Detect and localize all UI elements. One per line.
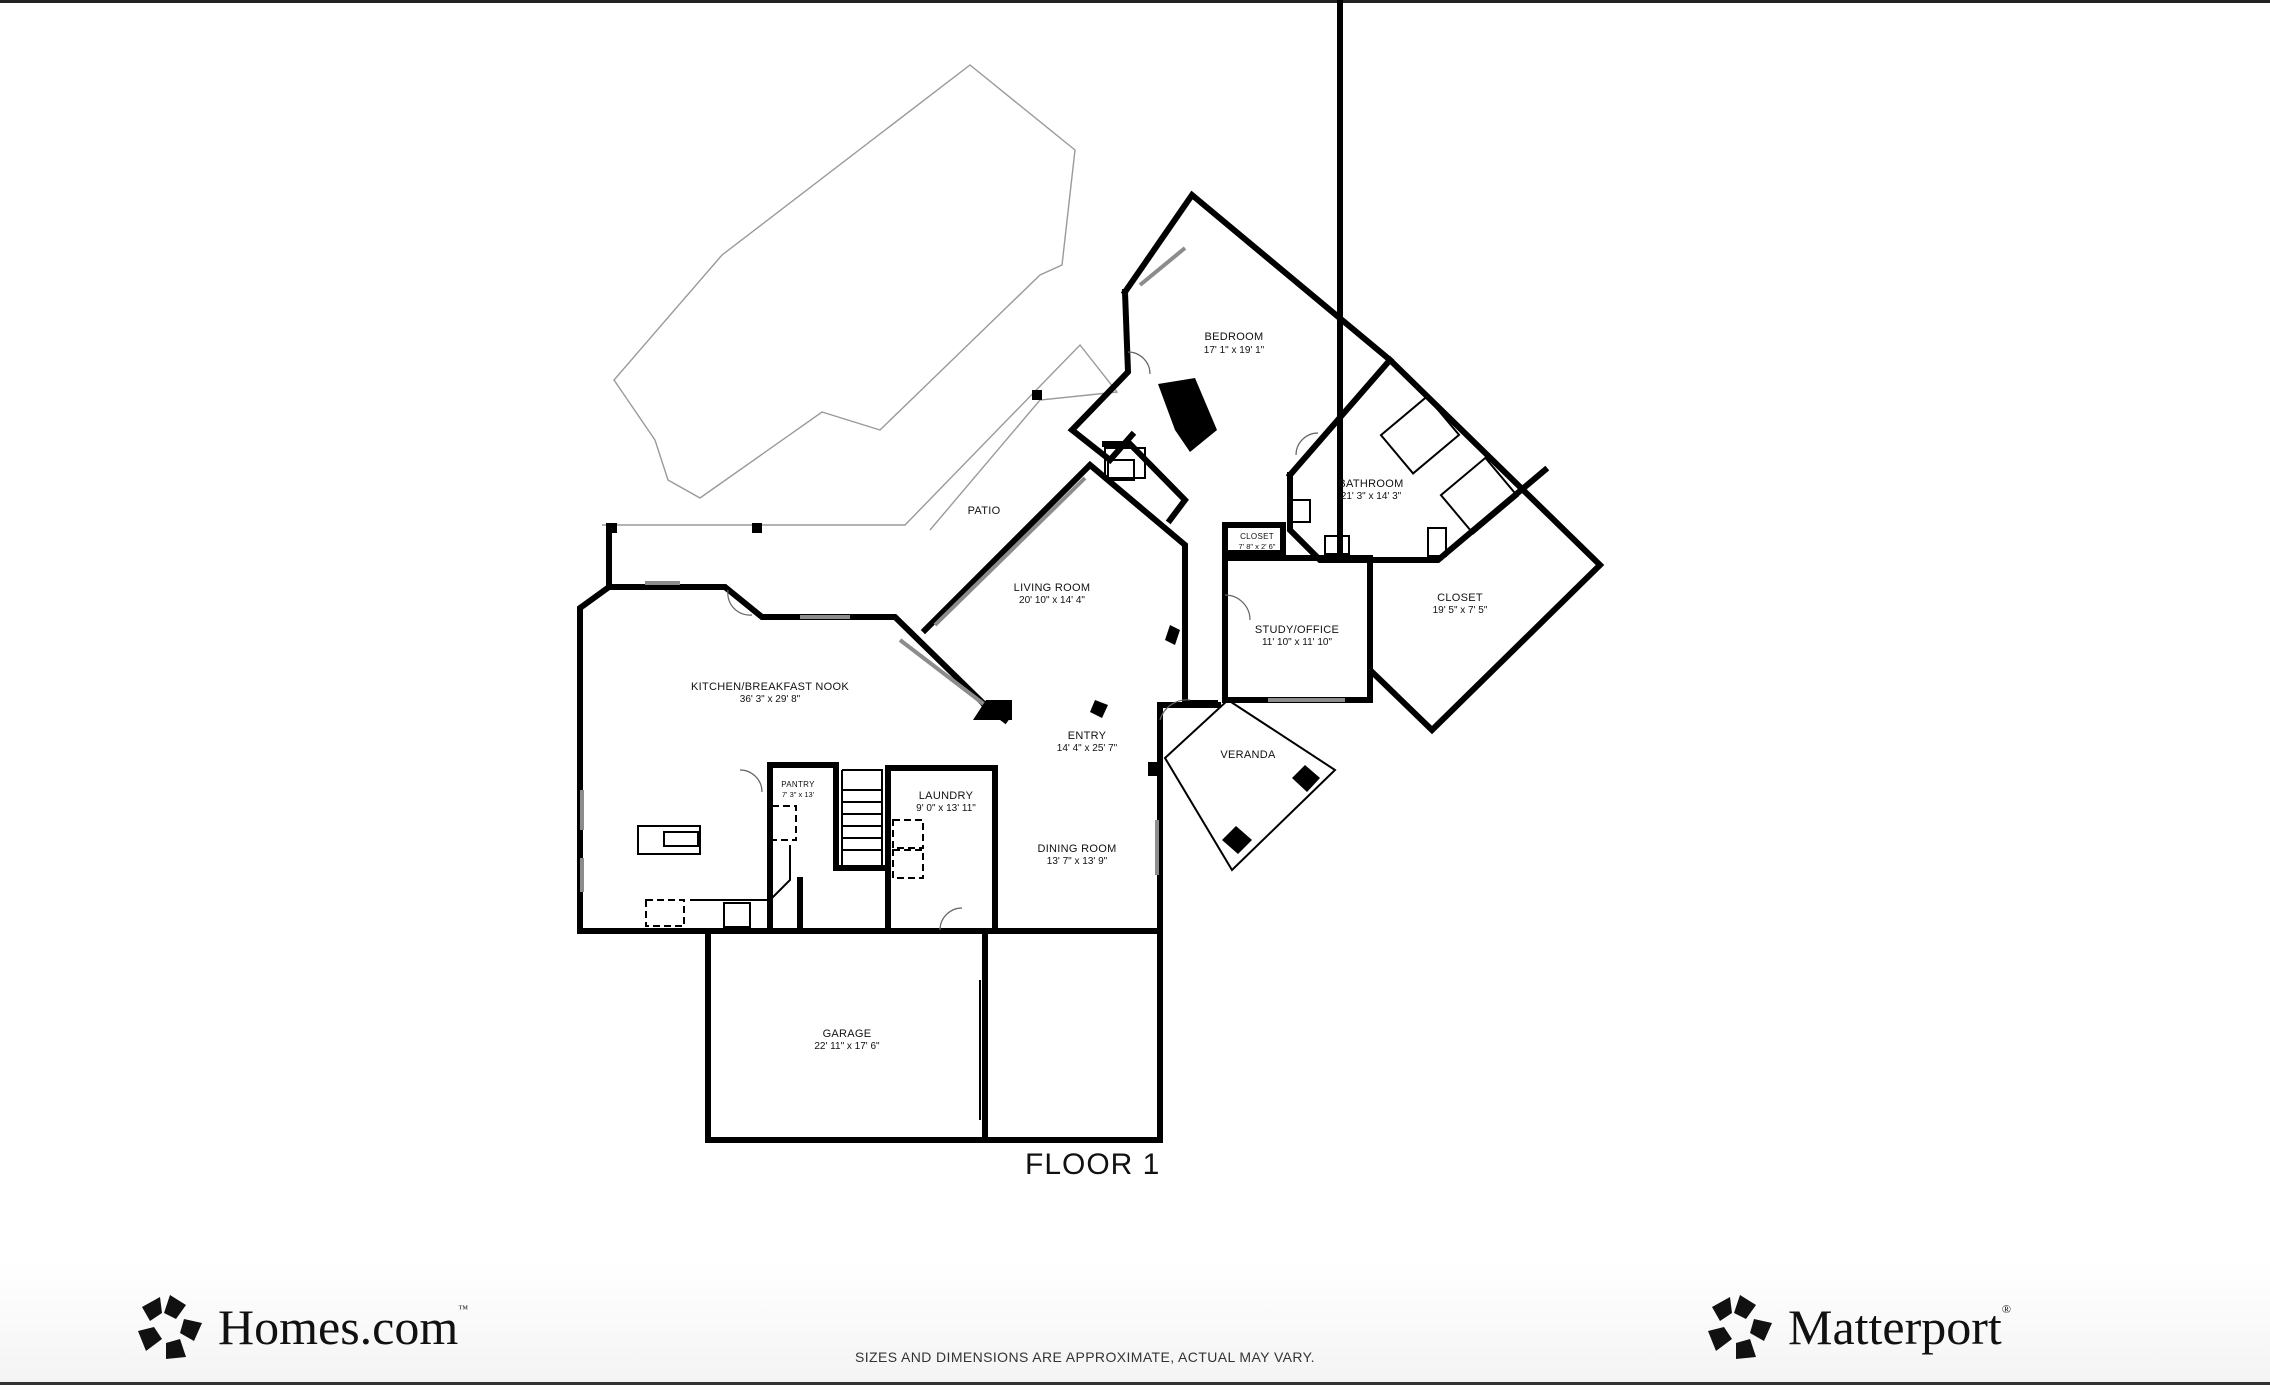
homes-com-pinwheel-icon [138, 1295, 202, 1359]
door-swing-bedroom [1127, 351, 1151, 375]
sink-icon [663, 831, 699, 847]
column-2 [1090, 700, 1108, 718]
label-dining-room: DINING ROOM [1037, 843, 1116, 855]
label-bedroom: BEDROOM [1205, 331, 1264, 343]
door-swing-bath [1295, 432, 1319, 456]
bath-toilet-icon [1291, 499, 1311, 523]
label-study: STUDY/OFFICE [1255, 624, 1339, 636]
washer-icon [892, 819, 924, 849]
garage-right-wall [982, 928, 1163, 1143]
dims-garage: 22' 11" x 17' 6" [814, 1041, 880, 1052]
label-patio: PATIO [968, 505, 1001, 517]
floor-title: FLOOR 1 [1025, 1148, 1161, 1181]
kitchen-island [637, 825, 701, 855]
door-swing-entry [1159, 699, 1191, 721]
bathtub-icon [1379, 395, 1461, 475]
label-closet-small: CLOSET [1240, 532, 1274, 541]
counter-line [690, 845, 791, 901]
label-closet: CLOSET [1437, 592, 1483, 604]
kitchen-wall-upper [606, 584, 990, 710]
dims-laundry: 9' 0" x 13' 11" [916, 803, 976, 814]
dims-pantry: 7' 3" x 13' [782, 790, 815, 799]
entry-post [1148, 762, 1162, 776]
dims-living-room: 20' 10" x 14' 4" [1019, 595, 1085, 606]
column-1 [1165, 625, 1180, 645]
veranda-outline [1163, 698, 1337, 872]
small-closet [1222, 522, 1286, 556]
wet-bar-wall [1102, 441, 1189, 525]
disclaimer: SIZES AND DIMENSIONS ARE APPROXIMATE, AC… [855, 1349, 1315, 1365]
bedroom-wall-left [1067, 288, 1137, 465]
matterport-logo: Matterport® [1706, 1292, 2011, 1362]
patio-post-1 [607, 523, 617, 533]
patio-slab-outline [602, 343, 1119, 531]
dims-dining-room: 13' 7" x 13' 9" [1047, 856, 1108, 867]
study-wall [1222, 555, 1373, 703]
label-pantry: PANTRY [781, 780, 815, 789]
patio-post-2 [752, 523, 762, 533]
dishwasher-icon [645, 899, 685, 927]
bedroom-toilet-icon [1107, 459, 1135, 481]
room-labels: BEDROOM 17' 1" x 19' 1" BATHROOM 21' 3" … [691, 331, 1488, 1052]
label-entry: ENTRY [1068, 730, 1107, 742]
bath-sink-icon [1324, 535, 1350, 555]
veranda-post-1 [1292, 765, 1320, 792]
bedroom-window [1138, 246, 1187, 287]
veranda-post-2 [1222, 826, 1252, 854]
homes-com-wordmark: Homes.com™ [218, 1299, 469, 1355]
label-living-room: LIVING ROOM [1014, 582, 1091, 594]
dryer-icon [892, 849, 924, 879]
dims-closet-small: 7' 8" x 2' 6" [1239, 542, 1276, 551]
patio-post-3 [1032, 390, 1042, 400]
dims-bathroom: 21' 3" x 14' 3" [1341, 491, 1402, 502]
laundry-wall [885, 765, 998, 934]
door-swing-kitchen [727, 589, 753, 616]
homes-com-logo: Homes.com™ [136, 1292, 468, 1362]
top-border [0, 0, 2270, 3]
dims-study: 11' 10" x 11' 10" [1262, 637, 1332, 648]
dims-entry: 14' 4" x 25' 7" [1057, 743, 1118, 754]
dims-kitchen: 36' 3" x 29' 8" [740, 694, 801, 705]
footer [0, 1260, 2270, 1385]
label-veranda: VERANDA [1220, 749, 1276, 761]
dims-bedroom: 17' 1" x 19' 1" [1204, 345, 1265, 356]
pantry-appliance-icon [771, 805, 797, 841]
matterport-wordmark: Matterport® [1788, 1299, 2011, 1355]
patio-outline [613, 64, 1076, 499]
door-swing-laundry [939, 907, 963, 931]
door-swing-pantry [739, 769, 763, 793]
label-bathroom: BATHROOM [1338, 478, 1403, 490]
living-window [933, 476, 1087, 627]
fireplace [973, 700, 1012, 720]
bedroom-fireplace [1158, 378, 1217, 452]
pantry-wall [767, 762, 891, 934]
label-laundry: LAUNDRY [919, 790, 974, 802]
bottom-border [0, 1382, 2270, 1385]
label-kitchen: KITCHEN/BREAKFAST NOOK [691, 681, 849, 693]
door-swing-study [1224, 594, 1251, 621]
dims-closet: 19' 5" x 7' 5" [1433, 605, 1488, 616]
matterport-pinwheel-icon [1708, 1295, 1772, 1359]
stairs [841, 769, 883, 865]
linen-icon [1427, 527, 1447, 557]
shower-icon [1439, 456, 1519, 535]
range-icon [723, 902, 751, 928]
living-to-kitchen-window [898, 638, 987, 707]
label-garage: GARAGE [823, 1028, 872, 1040]
